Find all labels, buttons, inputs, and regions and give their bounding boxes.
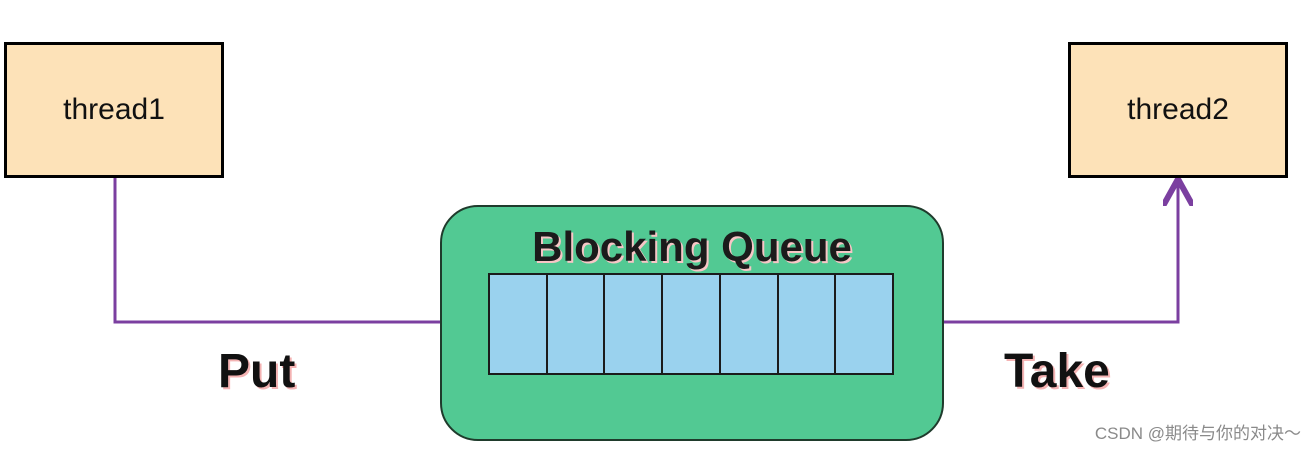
take-arrow (890, 182, 1178, 324)
queue-slots (488, 273, 894, 375)
queue-title: Blocking Queue (532, 223, 852, 270)
thread1-box: thread1 (4, 42, 224, 178)
watermark: CSDN @期待与你的对决～ (1094, 424, 1301, 443)
blocking-queue: Blocking Queue (440, 205, 944, 441)
thread1-label: thread1 (63, 93, 165, 126)
take-label: Take (1004, 345, 1110, 398)
queue-slot (836, 275, 893, 373)
put-arrow (113, 178, 484, 322)
queue-slot (663, 275, 721, 373)
thread2-box: thread2 (1068, 42, 1288, 178)
thread2-label: thread2 (1127, 93, 1229, 126)
queue-slot (720, 275, 779, 373)
queue-slot (605, 275, 664, 373)
queue-slot (547, 275, 606, 373)
queue-slot (778, 275, 837, 373)
put-label: Put (218, 345, 296, 398)
queue-slot (490, 275, 548, 373)
